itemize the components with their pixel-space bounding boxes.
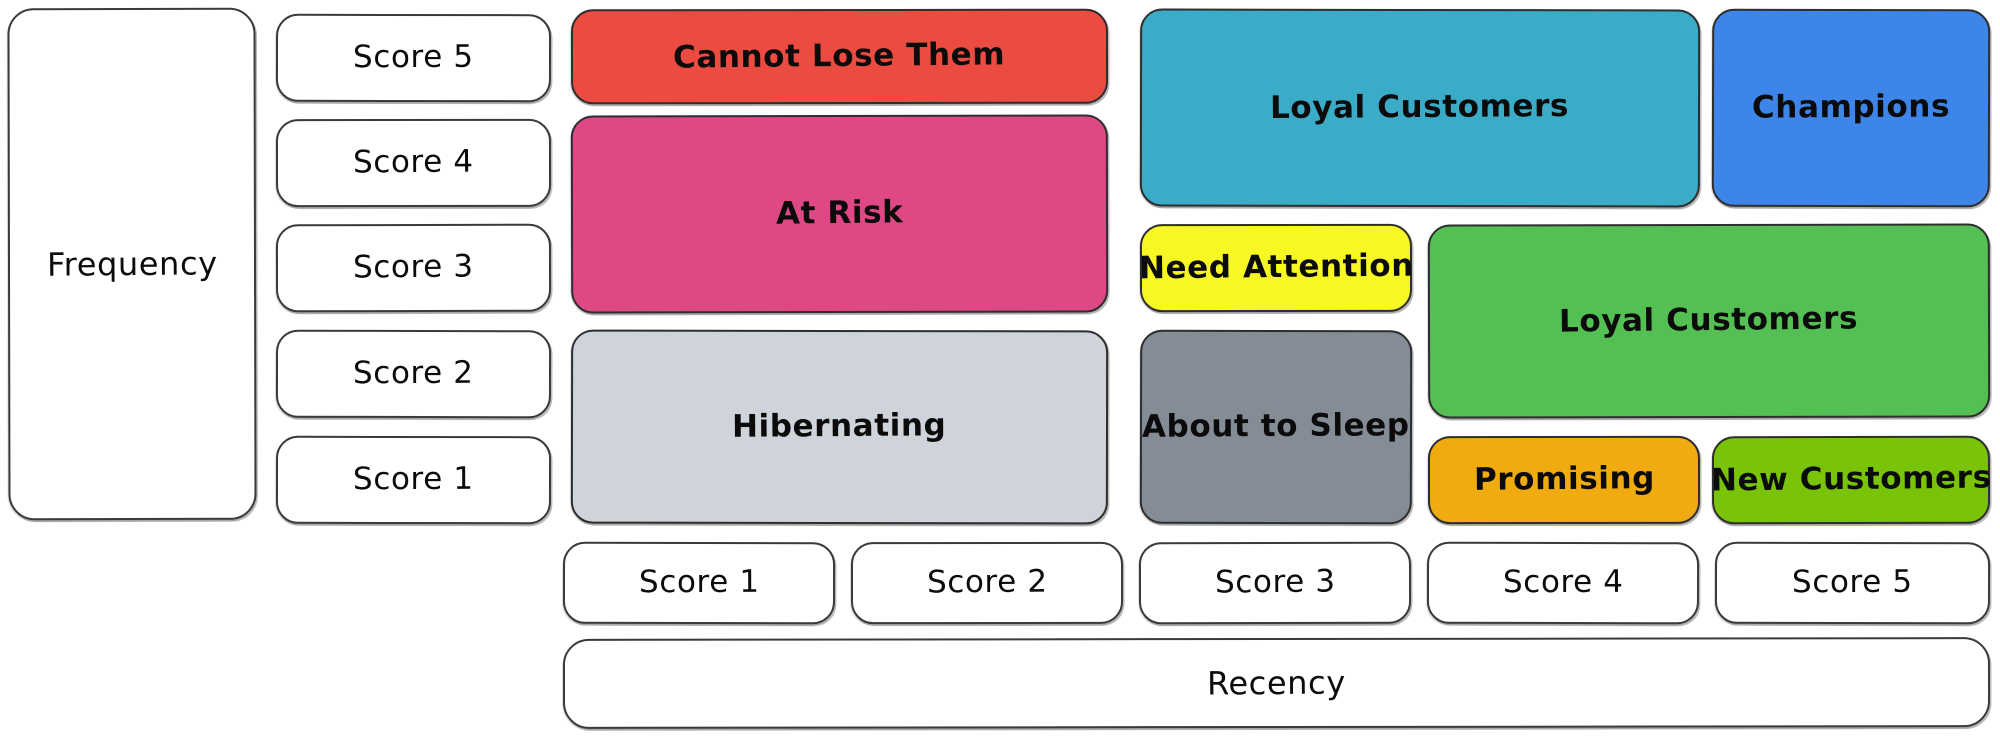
frequency-score-4[interactable]: Score 4 xyxy=(275,118,552,208)
segment-new-customers-label: New Customers xyxy=(1710,459,1992,499)
segment-hibernating-label: Hibernating xyxy=(732,407,947,445)
frequency-score-2-label: Score 2 xyxy=(353,354,474,392)
frequency-score-5[interactable]: Score 5 xyxy=(275,13,552,103)
segment-new-customers[interactable]: New Customers xyxy=(1710,435,1992,525)
recency-score-3-label: Score 3 xyxy=(1214,563,1336,601)
segment-champions-label: Champions xyxy=(1751,88,1951,126)
frequency-score-3-label: Score 3 xyxy=(353,248,474,286)
segment-hibernating[interactable]: Hibernating xyxy=(570,329,1109,525)
segment-loyal-customers-teal[interactable]: Loyal Customers xyxy=(1139,8,1701,208)
frequency-score-3[interactable]: Score 3 xyxy=(275,223,552,313)
frequency-score-1-label: Score 1 xyxy=(353,460,474,498)
segment-promising-label: Promising xyxy=(1473,460,1655,499)
segment-about-to-sleep-label: About to Sleep xyxy=(1142,407,1410,446)
segment-about-to-sleep[interactable]: About to Sleep xyxy=(1139,329,1413,525)
frequency-score-4-label: Score 4 xyxy=(353,143,474,181)
recency-score-5[interactable]: Score 5 xyxy=(1714,541,1991,625)
segment-cannot-lose-them-label: Cannot Lose Them xyxy=(673,36,1006,76)
recency-axis-label: Recency xyxy=(1206,663,1347,703)
segment-loyal-customers-green[interactable]: Loyal Customers xyxy=(1427,223,1991,419)
frequency-score-5-label: Score 5 xyxy=(353,38,474,76)
recency-score-4-label: Score 4 xyxy=(1502,563,1624,601)
segment-need-attention[interactable]: Need Attention xyxy=(1138,223,1414,313)
segment-at-risk[interactable]: At Risk xyxy=(570,114,1109,314)
recency-score-5-label: Score 5 xyxy=(1792,563,1913,601)
recency-score-3[interactable]: Score 3 xyxy=(1138,541,1412,625)
segment-need-attention-label: Need Attention xyxy=(1138,247,1414,287)
recency-score-1[interactable]: Score 1 xyxy=(562,541,836,625)
frequency-axis-label: Frequency xyxy=(46,243,218,284)
recency-score-4[interactable]: Score 4 xyxy=(1426,541,1700,625)
segment-loyal-customers-teal-label: Loyal Customers xyxy=(1270,88,1570,127)
recency-score-1-label: Score 1 xyxy=(638,563,760,601)
frequency-score-2[interactable]: Score 2 xyxy=(275,329,552,419)
segment-champions[interactable]: Champions xyxy=(1711,8,1991,208)
segment-at-risk-label: At Risk xyxy=(775,194,904,232)
recency-score-2-label: Score 2 xyxy=(926,563,1048,601)
segment-cannot-lose-them[interactable]: Cannot Lose Them xyxy=(570,8,1109,105)
frequency-axis-title: Frequency xyxy=(7,7,257,521)
segment-promising[interactable]: Promising xyxy=(1427,435,1701,525)
segment-loyal-customers-green-label: Loyal Customers xyxy=(1559,300,1859,340)
recency-axis-title: Recency xyxy=(562,637,1991,729)
frequency-score-1[interactable]: Score 1 xyxy=(275,435,552,525)
recency-score-2[interactable]: Score 2 xyxy=(850,541,1124,625)
